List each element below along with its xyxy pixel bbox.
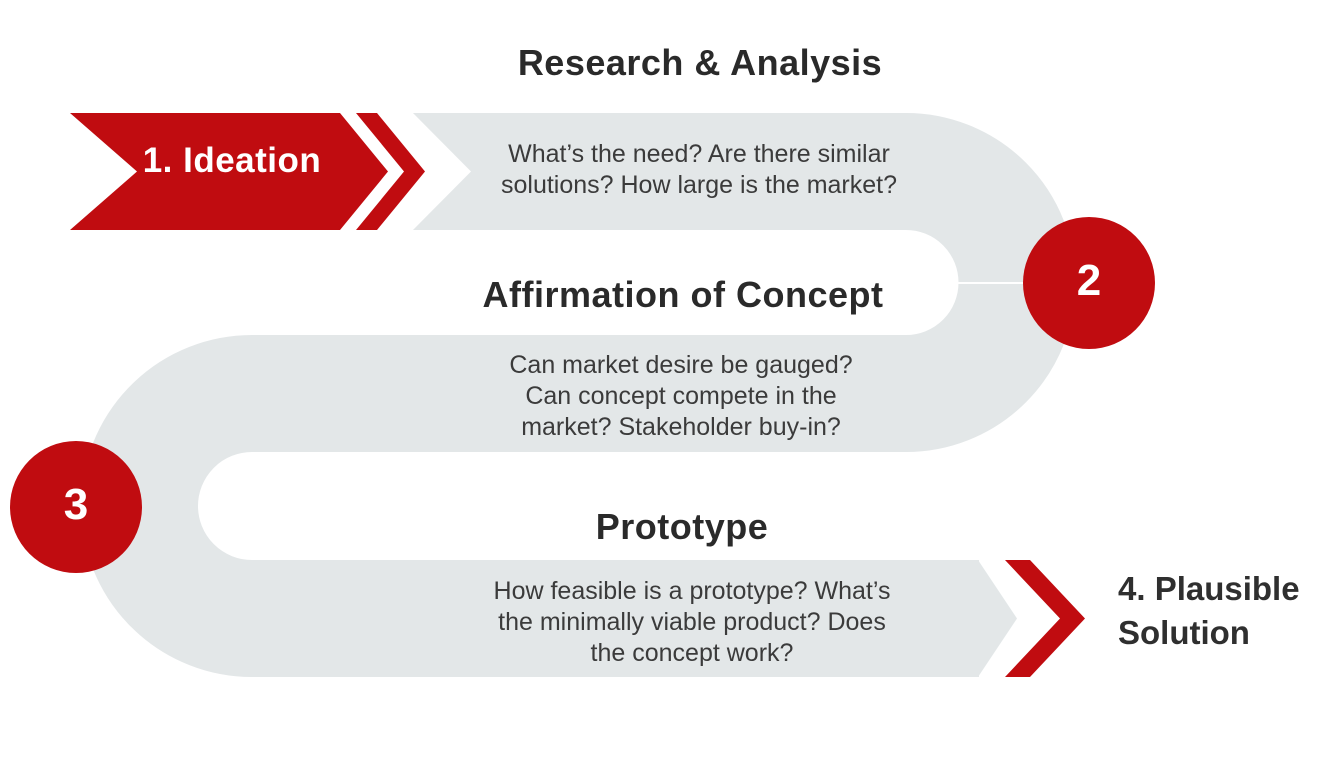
band-end-point: [978, 560, 1017, 677]
step3-circle: [10, 441, 142, 573]
affirmation-body: Can market desire be gauged? Can concept…: [509, 351, 853, 441]
step2-circle: [1023, 217, 1155, 349]
step2-number: 2: [1076, 256, 1102, 305]
step1-ideation-label: 1. Ideation: [142, 141, 322, 180]
affirmation-title: Affirmation of Concept: [482, 274, 884, 315]
research-analysis-body: What’s the need? Are there similar solut…: [500, 140, 898, 199]
prototype-body: How feasible is a prototype? What’s the …: [493, 577, 891, 667]
research-analysis-title: Research & Analysis: [517, 42, 883, 83]
solution-chevron-icon: [1005, 560, 1085, 677]
step4-plausible-solution-label: 4. Plausible Solution: [1118, 570, 1300, 651]
band-start-notch: [411, 111, 471, 232]
ideation-arrow: [70, 113, 388, 230]
prototype-title: Prototype: [595, 506, 769, 547]
step3-number: 3: [63, 480, 89, 529]
ideation-chevron-icon: [356, 113, 425, 230]
process-band: [81, 113, 1076, 677]
